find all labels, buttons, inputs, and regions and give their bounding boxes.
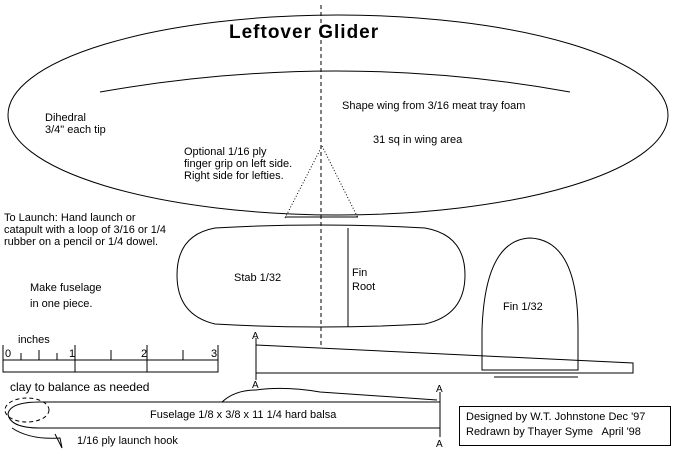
ruler-ticks bbox=[2, 345, 219, 372]
note-line: catapult with a loop of 3/16 or 1/4 bbox=[4, 224, 167, 236]
ruler-tick-label: 1 bbox=[69, 348, 76, 360]
credit-designer: Designed by W.T. Johnstone Dec '97 bbox=[466, 411, 646, 423]
note-line: Fin bbox=[352, 267, 368, 279]
plan-title: Leftover Glider bbox=[229, 22, 380, 43]
fin-label: Fin 1/32 bbox=[503, 301, 543, 313]
clay-note: clay to balance as needed bbox=[10, 380, 150, 394]
credit-redrawn: Redrawn by Thayer Syme April '98 bbox=[466, 426, 641, 438]
stab-outline bbox=[176, 224, 466, 328]
ruler-tick-label: 0 bbox=[5, 348, 12, 360]
section-mark: A bbox=[252, 380, 259, 391]
dihedral-line bbox=[99, 70, 571, 93]
ruler-tick-label: 2 bbox=[141, 348, 148, 360]
note-line: rubber on a pencil or 1/4 dowel. bbox=[4, 236, 159, 248]
note-line: Make fuselage bbox=[30, 282, 102, 294]
fuselage-label: Fuselage 1/8 x 3/8 x 11 1/4 hard balsa bbox=[150, 409, 337, 421]
note-line: To Launch: Hand launch or bbox=[4, 212, 136, 224]
wing-area-note: 31 sq in wing area bbox=[373, 134, 463, 146]
clay-area bbox=[4, 397, 50, 423]
note-line: Optional 1/16 ply bbox=[184, 146, 267, 158]
fuselage-fin-profile bbox=[221, 387, 438, 403]
section-mark: A bbox=[252, 331, 259, 342]
ruler-tick-label: 3 bbox=[211, 348, 218, 360]
launch-hook-label: 1/16 ply launch hook bbox=[77, 435, 178, 447]
note-line: finger grip on left side. bbox=[184, 158, 293, 170]
fin-outline bbox=[481, 237, 579, 371]
note-line: in one piece. bbox=[30, 298, 93, 310]
wing-outline bbox=[7, 14, 669, 216]
launch-hook bbox=[11, 427, 63, 449]
credits-box: Designed by W.T. Johnstone Dec '97 Redra… bbox=[459, 406, 671, 446]
note-line: Right side for lefties. bbox=[184, 170, 284, 182]
section-mark: A bbox=[436, 439, 443, 450]
note-line: 3/4" each tip bbox=[45, 124, 106, 136]
shape-wing-note: Shape wing from 3/16 meat tray foam bbox=[342, 100, 526, 112]
ruler-label: inches bbox=[18, 334, 50, 346]
ruler bbox=[2, 359, 219, 373]
note-line: Dihedral bbox=[45, 112, 86, 124]
fuselage bbox=[7, 401, 440, 429]
fuselage-piece-note: Make fuselage in one piece. bbox=[30, 280, 102, 312]
stab-label: Stab 1/32 bbox=[234, 272, 282, 284]
note-line: Root bbox=[352, 281, 376, 293]
side-view bbox=[255, 344, 634, 374]
section-mark: A bbox=[436, 384, 443, 395]
